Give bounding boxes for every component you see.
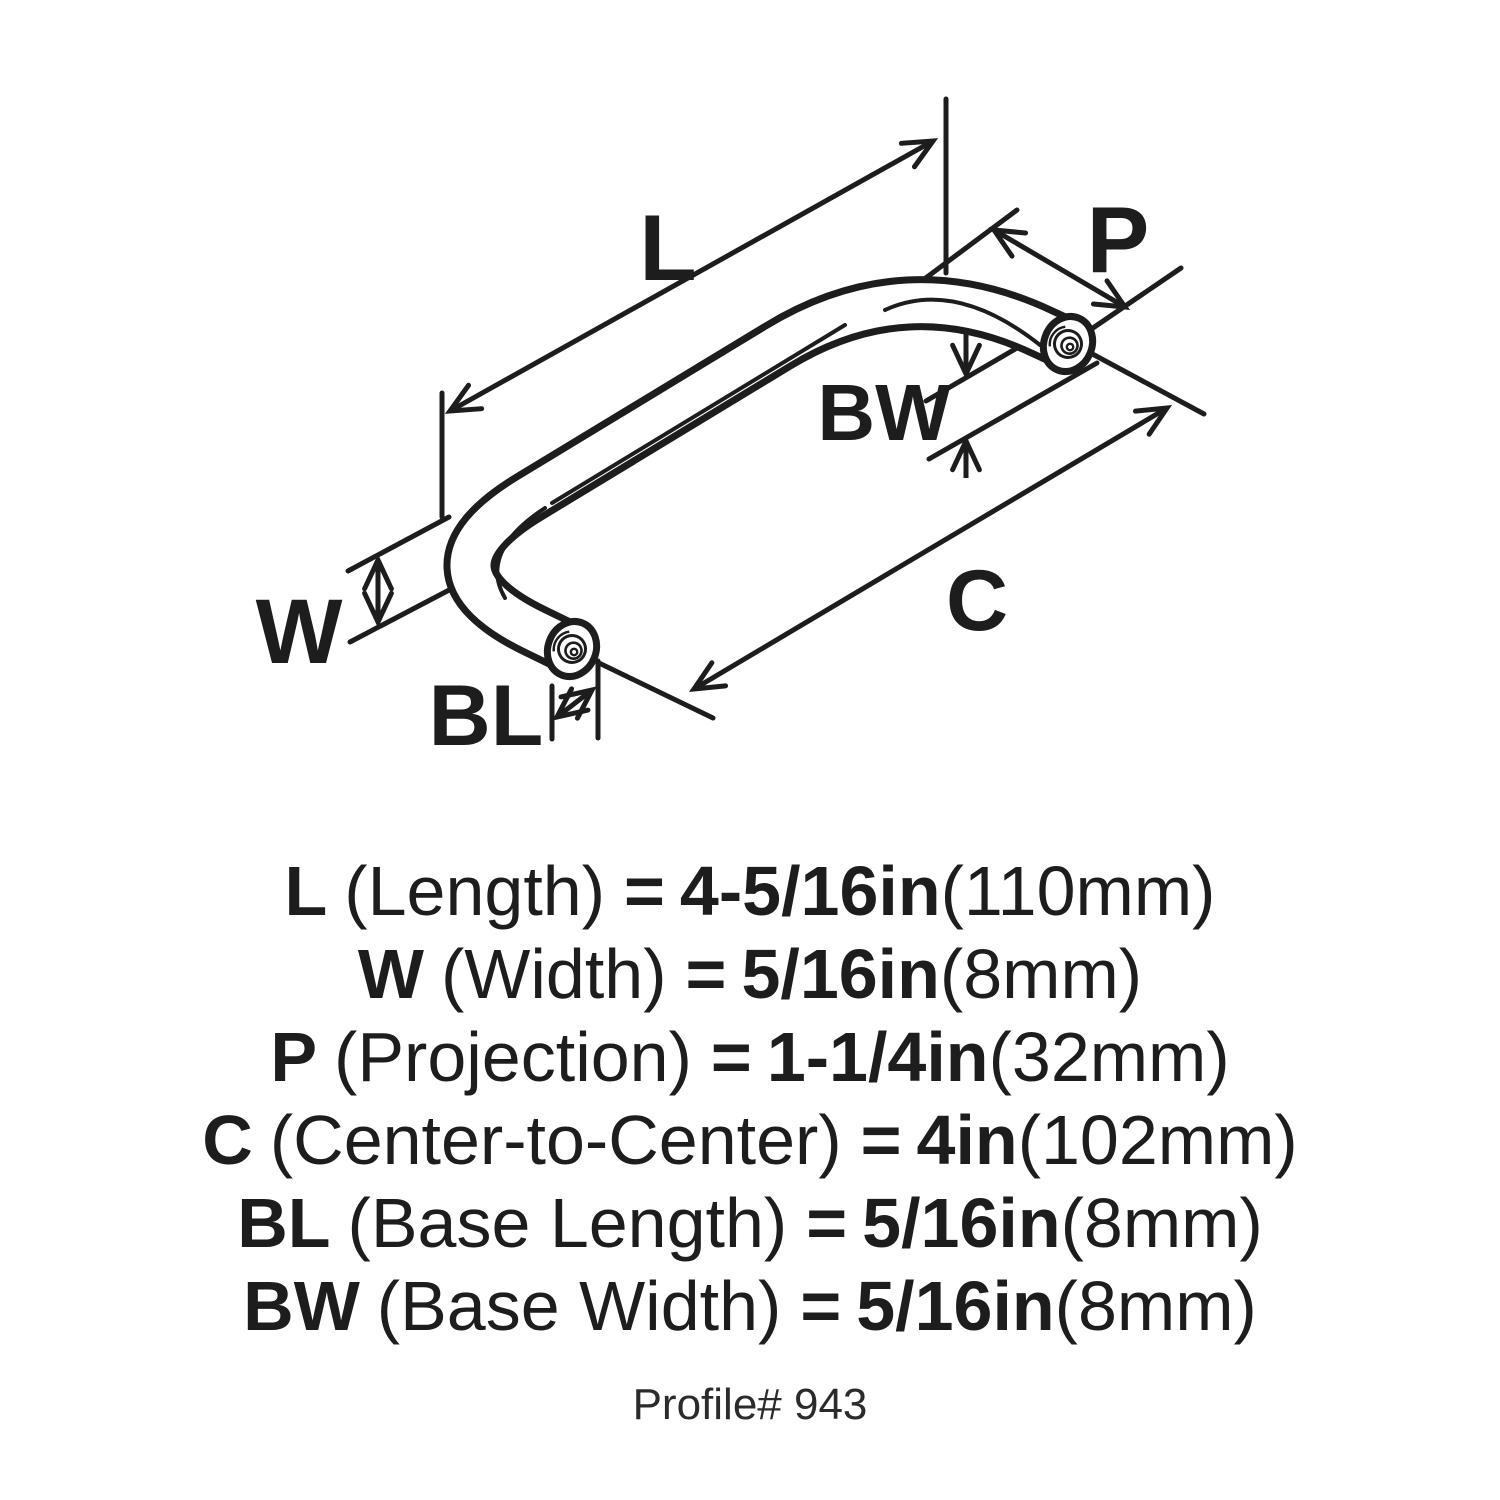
spec-name: (Length) (344, 852, 606, 930)
spec-imperial-value: 5/16in (862, 1184, 1061, 1262)
spec-imperial-value: 4-5/16in (679, 852, 941, 930)
dimension-arrows (362, 138, 1173, 721)
spec-symbol: W (357, 935, 424, 1013)
spec-row-center-to-center: C(Center-to-Center)=4in(102mm) (0, 1099, 1500, 1182)
label-projection: P (1087, 187, 1150, 292)
bl-dimension-arrow (552, 686, 597, 721)
spec-name: (Base Width) (376, 1267, 782, 1345)
spec-equals: = (685, 935, 727, 1013)
p-extension-a (916, 207, 1020, 286)
c-extension-upper (1082, 347, 1207, 417)
spec-symbol: P (270, 1018, 318, 1096)
spec-symbol: BL (237, 1184, 331, 1262)
p-extension-b (1087, 265, 1184, 333)
label-center-to-center: C (946, 553, 1008, 649)
upper-thread-arc (1048, 325, 1066, 347)
label-base-width: BW (817, 368, 951, 457)
l-dimension-arrow (444, 138, 939, 414)
spec-row-width: W(Width)=5/16in(8mm) (0, 933, 1500, 1016)
spec-equals: = (800, 1267, 842, 1345)
spec-equals: = (710, 1018, 752, 1096)
spec-imperial-value: 5/16in (741, 935, 940, 1013)
spec-equals: = (860, 1101, 902, 1179)
lower-thread-mid (564, 641, 583, 660)
spec-row-base-width: BW(Base Width)=5/16in(8mm) (0, 1265, 1500, 1348)
spec-name: (Center-to-Center) (269, 1101, 842, 1179)
upper-thread-mid (1060, 336, 1079, 355)
spec-symbol: L (284, 852, 328, 930)
spec-symbol: BW (243, 1267, 360, 1345)
spec-metric-value: (110mm) (940, 852, 1216, 930)
spec-equals: = (806, 1184, 848, 1262)
c-dimension-arrow (688, 404, 1173, 693)
w-extension-b (347, 585, 456, 645)
spec-list: L(Length)=4-5/16in(110mm) W(Width)=5/16i… (0, 850, 1500, 1348)
w-extension-a (345, 514, 452, 574)
lower-thread-outer (557, 634, 587, 664)
upper-thread-outer (1053, 329, 1083, 359)
lower-thread-arc (552, 630, 570, 652)
handle-shading-lines (495, 297, 1042, 600)
c-extension-lower (596, 660, 716, 721)
handle-body (443, 276, 1097, 680)
spec-row-base-length: BL(Base Length)=5/16in(8mm) (0, 1182, 1500, 1265)
lower-thread-inner (569, 647, 579, 657)
spec-imperial-value: 5/16in (856, 1267, 1055, 1345)
spec-metric-value: (8mm) (1060, 1184, 1263, 1262)
spec-name: (Base Length) (347, 1184, 788, 1262)
spec-equals: = (624, 852, 665, 930)
bw-extension-b (926, 360, 1100, 462)
label-length: L (639, 195, 696, 300)
spec-symbol: C (202, 1101, 253, 1179)
p-dimension-arrow (988, 227, 1131, 310)
spec-imperial-value: 1-1/4in (766, 1018, 989, 1096)
spec-row-projection: P(Projection)=1-1/4in(32mm) (0, 1016, 1500, 1099)
spec-metric-value: (102mm) (1017, 1101, 1298, 1179)
upper-end-face (1039, 313, 1097, 375)
label-width: W (256, 581, 343, 683)
spec-row-length: L(Length)=4-5/16in(110mm) (0, 850, 1500, 933)
upper-bend-highlight-line (883, 297, 1042, 347)
label-base-length: BL (429, 668, 544, 764)
dimension-diagram: L P BW W C BL (256, 96, 1207, 764)
lower-end-face (543, 618, 601, 680)
profile-number: Profile# 943 (632, 1380, 868, 1429)
spec-metric-value: (32mm) (988, 1018, 1230, 1096)
upper-thread-inner (1065, 342, 1075, 352)
grip-highlight-line (550, 323, 847, 505)
spec-metric-value: (8mm) (939, 935, 1143, 1013)
spec-imperial-value: 4in (916, 1101, 1018, 1179)
spec-metric-value: (8mm) (1054, 1267, 1257, 1345)
spec-name: (Width) (440, 935, 667, 1013)
spec-name: (Projection) (334, 1018, 692, 1096)
lower-bend-highlight-line (495, 506, 547, 600)
handle-tube-fill (450, 283, 1077, 667)
